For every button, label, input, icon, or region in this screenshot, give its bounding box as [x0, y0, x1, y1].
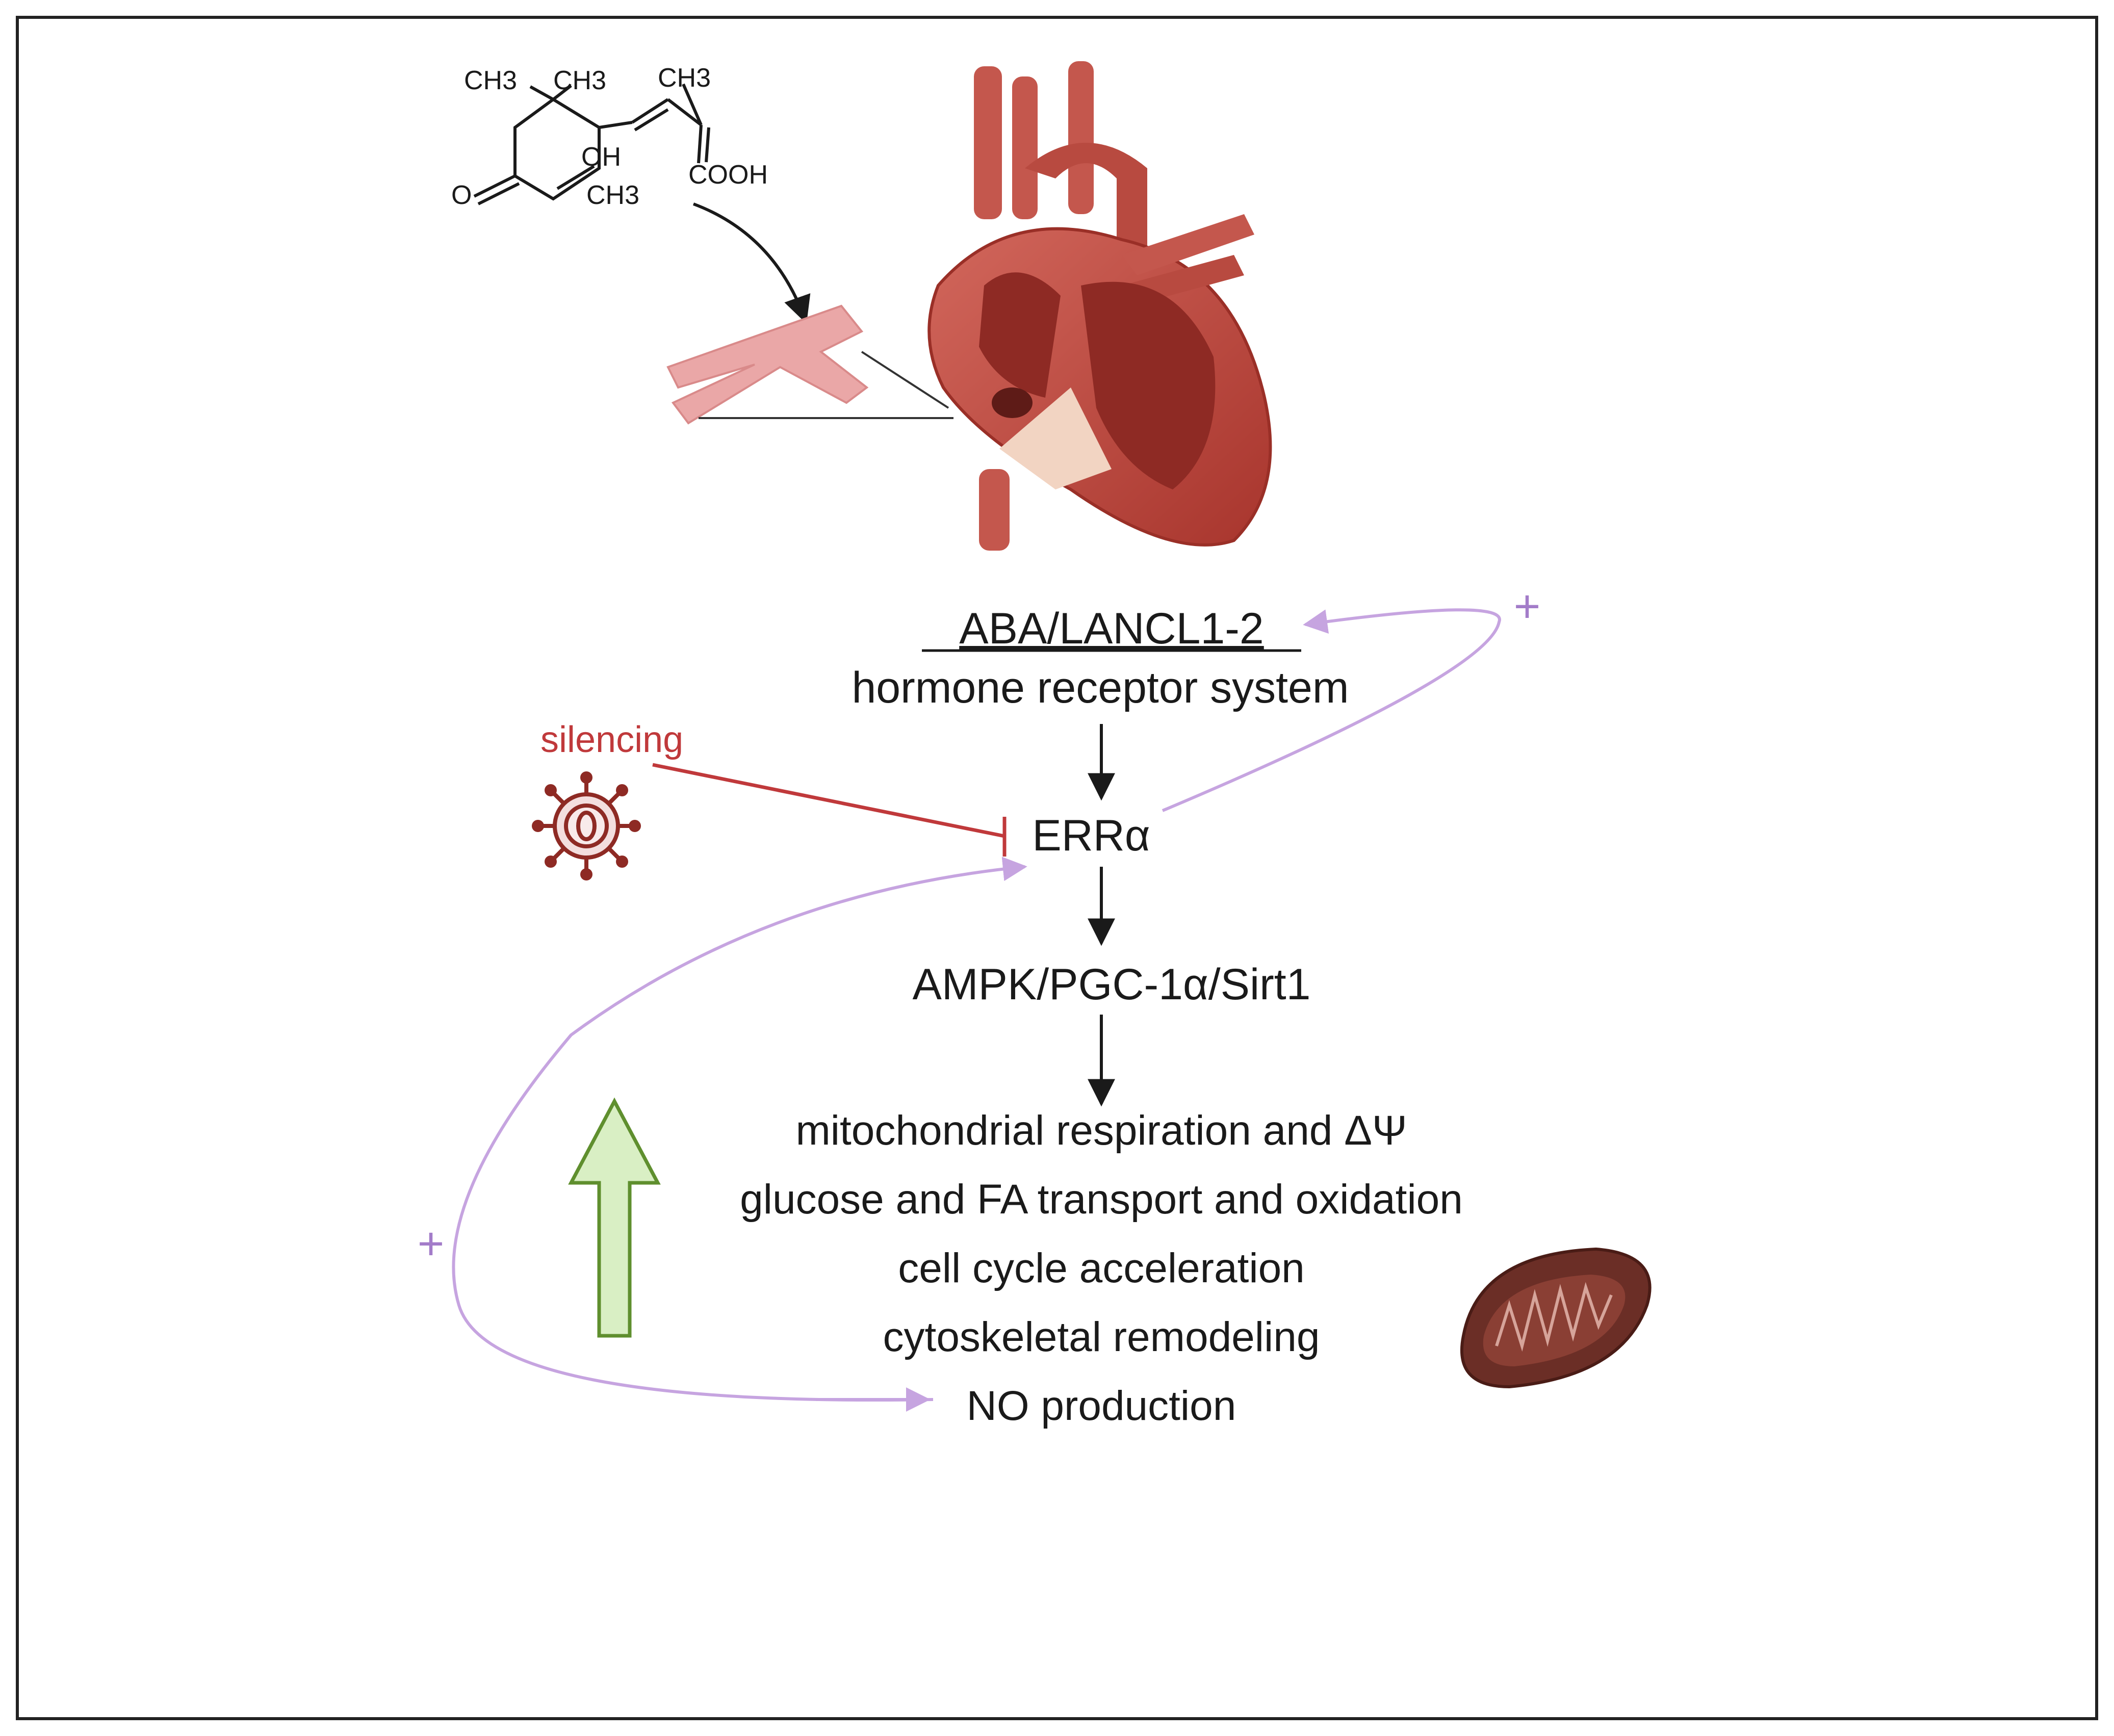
ch3-label-a: CH3 — [464, 66, 517, 95]
cooh-label: COOH — [688, 160, 768, 190]
molecule-to-cell-arrow — [692, 202, 811, 324]
feedback-arrow-to-receptor — [1162, 608, 1501, 812]
cardiomyocyte-icon — [666, 304, 953, 425]
outcome-cell-cycle: cell cycle acceleration — [898, 1245, 1305, 1291]
ampk-pgc-sirt-label: AMPK/PGC-1α/Sirt1 — [913, 960, 1311, 1009]
feedback-loop-left — [452, 857, 1027, 1402]
silencing-inhibition-line — [652, 763, 1005, 838]
mitochondrion-icon — [1460, 1247, 1652, 1389]
virus-spike-tips — [532, 771, 641, 880]
feedback-plus-left: + — [418, 1219, 445, 1269]
virus-vector-icon — [540, 780, 632, 872]
up-arrow-icon — [568, 1097, 661, 1338]
outcome-cytoskeletal: cytoskeletal remodeling — [883, 1314, 1320, 1360]
molecule-labels: CH3 CH3 CH3 OH CH3 COOH O — [451, 63, 768, 210]
ch3-label-b: CH3 — [553, 66, 606, 95]
receptor-title: ABA/LANCL1-2 — [959, 604, 1264, 653]
outcome-no-production: NO production — [967, 1383, 1236, 1429]
figure-border — [16, 16, 2098, 1720]
err-alpha-label: ERRα — [1032, 811, 1150, 860]
receptor-subtitle: hormone receptor system — [852, 663, 1349, 712]
heart-icon — [927, 61, 1272, 551]
ch3-label-c: CH3 — [658, 63, 711, 93]
o-label: O — [451, 180, 472, 210]
feedback-plus-top: + — [1514, 581, 1541, 632]
outcome-mito-respiration: mitochondrial respiration and ΔΨ — [796, 1107, 1407, 1154]
outcome-glucose-fa: glucose and FA transport and oxidation — [740, 1176, 1463, 1223]
ch3-label-d: CH3 — [586, 180, 639, 210]
silencing-label: silencing — [540, 719, 683, 760]
oh-label: OH — [581, 142, 621, 172]
abscisic-acid-structure — [473, 83, 710, 205]
